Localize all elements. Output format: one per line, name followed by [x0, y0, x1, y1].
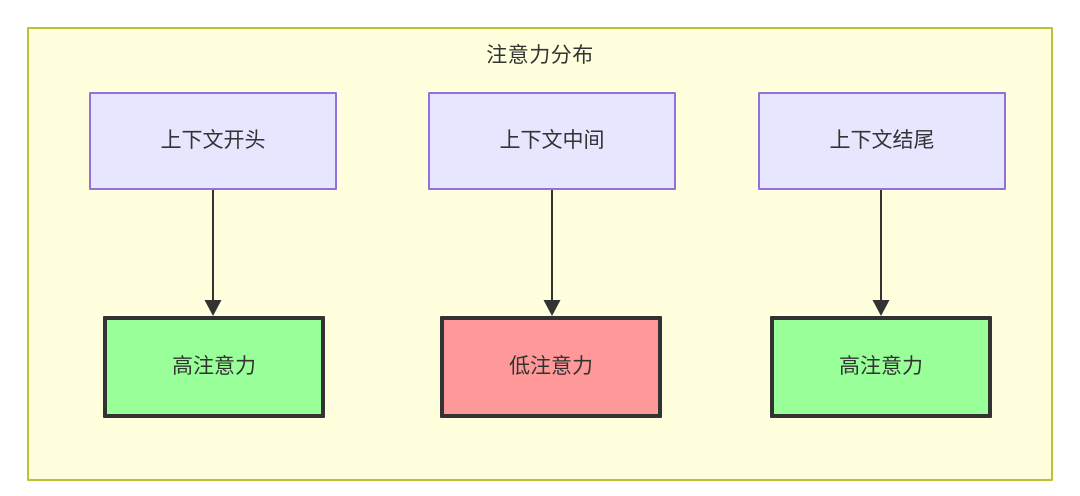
node-ctx-end-label: 上下文结尾 [829, 129, 935, 152]
node-ctx-end[interactable]: 上下文结尾 [758, 92, 1006, 190]
node-ctx-start-label: 上下文开头 [160, 129, 266, 152]
node-attn-low-label: 低注意力 [509, 355, 593, 378]
node-attn-low[interactable]: 低注意力 [440, 316, 662, 418]
node-ctx-middle[interactable]: 上下文中间 [428, 92, 676, 190]
cluster-title: 注意力分布 [486, 44, 594, 67]
node-attn-high-1-label: 高注意力 [172, 355, 256, 378]
node-ctx-middle-label: 上下文中间 [499, 129, 605, 152]
node-attn-high-2-label: 高注意力 [839, 355, 923, 378]
node-ctx-start[interactable]: 上下文开头 [89, 92, 337, 190]
node-attn-high-1[interactable]: 高注意力 [103, 316, 325, 418]
node-attn-high-2[interactable]: 高注意力 [770, 316, 992, 418]
